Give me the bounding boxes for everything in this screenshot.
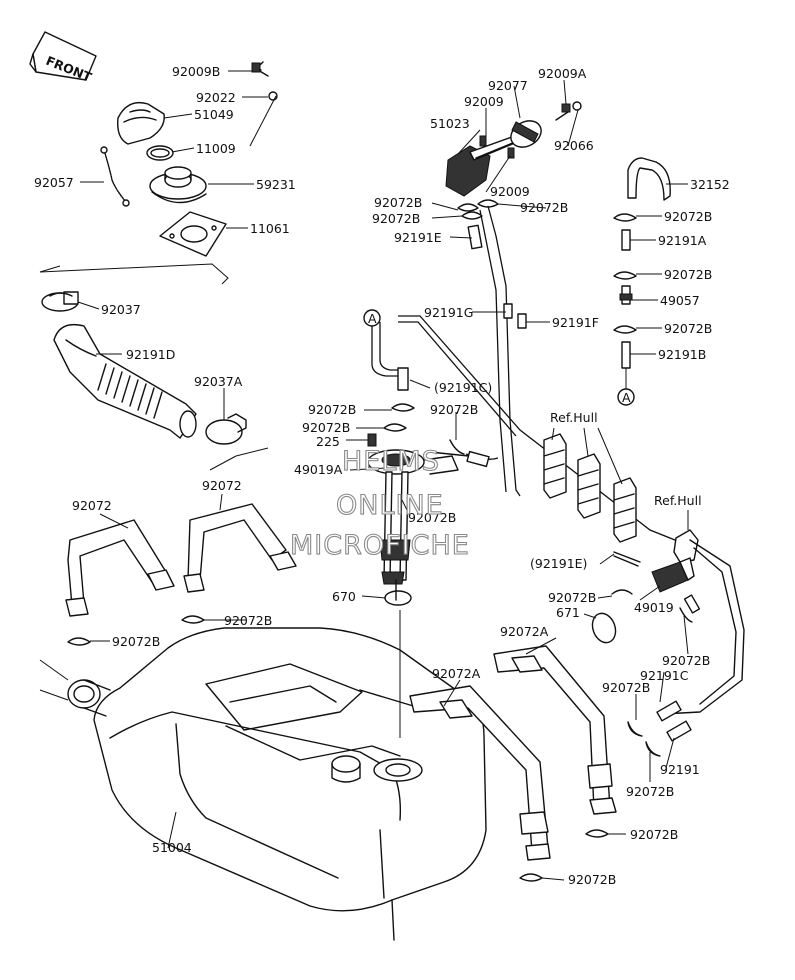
callout-92072B: 92072B (664, 267, 712, 282)
callout-670: 670 (332, 589, 356, 604)
marker-a-top: A (363, 309, 381, 327)
callout-92072B: 92072B (408, 510, 456, 525)
callout-92072A: 92072A (432, 666, 481, 681)
callout-92072B: 92072B (372, 211, 420, 226)
callout-92009: 92009 (464, 94, 504, 109)
callout-92072B: 92072B (224, 613, 272, 628)
hull-hose-clamps (543, 427, 699, 563)
callout-92072B: 92072B (548, 590, 596, 605)
callout-92072-strap-right: 92072 (202, 478, 242, 493)
callout-92072A: 92072A (500, 624, 549, 639)
fuel-tank-51004 (39, 627, 487, 941)
callout-92072B: 92072B (374, 195, 422, 210)
callout-92191: 92191 (660, 762, 700, 777)
callout-92191C: 92191C (640, 668, 689, 683)
callout-92022: 92022 (196, 90, 236, 105)
callout-92057: 92057 (34, 175, 74, 190)
ref-hull-label: Ref.Hull (654, 493, 702, 508)
callout-51004: 51004 (152, 840, 192, 855)
callout-92066: 92066 (554, 138, 594, 153)
callout-92191E-paren: (92191E) (530, 556, 587, 571)
callout-92072B: 92072B (112, 634, 160, 649)
callout-92072B: 92072B (302, 420, 350, 435)
callout-92191F: 92191F (552, 315, 599, 330)
callout-92191G: 92191G (424, 305, 473, 320)
callout-92077: 92077 (488, 78, 528, 93)
callout-92072B: 92072B (602, 680, 650, 695)
callout-671: 671 (556, 605, 580, 620)
callout-92072B: 92072B (664, 209, 712, 224)
callout-92009B: 92009B (172, 64, 220, 79)
callout-32152: 32152 (690, 177, 730, 192)
marker-a-label: A (368, 311, 377, 326)
watermark: HELMS ONLINE MICROFICHE (289, 445, 470, 561)
callout-92072B: 92072B (430, 402, 478, 417)
leader-lines (77, 70, 689, 881)
callout-59231: 59231 (256, 177, 296, 192)
vent-valve-assembly (445, 101, 582, 497)
callout-225: 225 (316, 434, 340, 449)
callout-92191C-paren: (92191C) (434, 380, 492, 395)
ref-hull-label: Ref.Hull (550, 410, 598, 425)
callout-92072B: 92072B (626, 784, 674, 799)
callout-11009: 11009 (196, 141, 236, 156)
callout-92191D: 92191D (126, 347, 175, 362)
callout-92037: 92037 (101, 302, 141, 317)
watermark-line-1: HELMS (342, 446, 440, 477)
tank-straps-92072 (65, 493, 297, 617)
marker-a-label: A (622, 390, 631, 405)
callout-92191A: 92191A (658, 233, 707, 248)
callout-92037A: 92037A (194, 374, 243, 389)
callout-49019A: 49019A (294, 462, 343, 477)
callout-labels: 92009B 92022 51049 11009 92057 59231 110… (34, 64, 730, 887)
callout-92191B: 92191B (658, 347, 706, 362)
callout-92072B: 92072B (662, 653, 710, 668)
callout-92072B: 92072B (520, 200, 568, 215)
filler-cap-assembly (39, 61, 278, 285)
callout-11061: 11061 (250, 221, 290, 236)
fuel-pickup-assembly (367, 315, 681, 738)
right-hose-chain (591, 157, 745, 742)
callout-51049: 51049 (194, 107, 234, 122)
callout-92072B: 92072B (308, 402, 356, 417)
filler-hose-assembly (41, 291, 269, 471)
callout-51023: 51023 (430, 116, 470, 131)
callout-49019: 49019 (634, 600, 674, 615)
tank-straps-92072A (409, 645, 617, 861)
callout-92009: 92009 (490, 184, 530, 199)
front-direction-arrow: FRONT (29, 31, 97, 85)
callout-92009A: 92009A (538, 66, 587, 81)
callout-92072-strap-left: 92072 (72, 498, 112, 513)
watermark-line-2: ONLINE (336, 490, 444, 521)
watermark-line-3: MICROFICHE (290, 530, 470, 561)
callout-49057: 49057 (660, 293, 700, 308)
callout-92072B: 92072B (664, 321, 712, 336)
marker-a-right: A (617, 388, 635, 406)
callout-92072B: 92072B (568, 872, 616, 887)
callout-92072B: 92072B (630, 827, 678, 842)
callout-92191E: 92191E (394, 230, 442, 245)
